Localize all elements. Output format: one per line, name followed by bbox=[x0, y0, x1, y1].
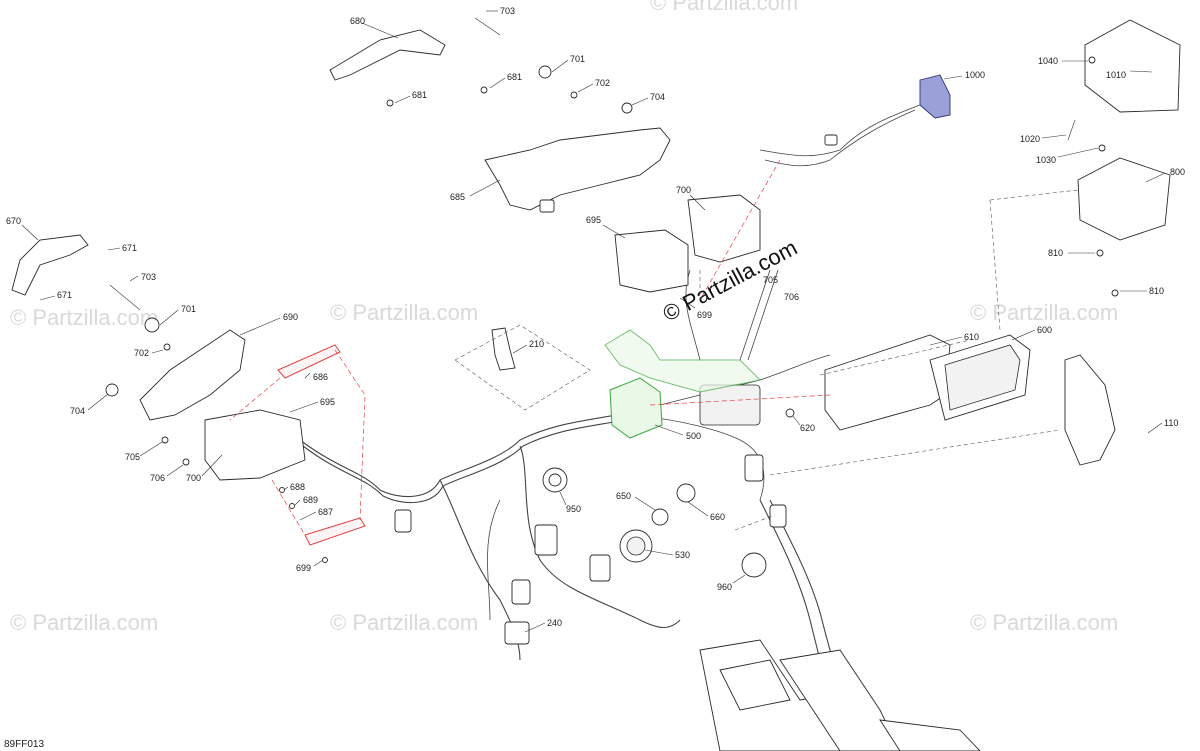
callout-688: 688 bbox=[290, 482, 305, 492]
callout-681: 681 bbox=[507, 72, 522, 82]
upper-bracket-group bbox=[329, 17, 761, 293]
callout-620: 620 bbox=[800, 423, 815, 433]
callout-500: 500 bbox=[686, 431, 701, 441]
callout-681: 681 bbox=[412, 90, 427, 100]
left-bracket-group bbox=[11, 234, 328, 563]
figure-reference: 89FF013 bbox=[4, 739, 44, 750]
callout-685: 685 bbox=[450, 192, 465, 202]
callout-695: 695 bbox=[320, 397, 335, 407]
callout-680: 680 bbox=[350, 16, 365, 26]
callout-650: 650 bbox=[616, 491, 631, 501]
callout-700: 700 bbox=[676, 185, 691, 195]
right-upper-group bbox=[989, 19, 1181, 331]
callout-705: 705 bbox=[763, 275, 778, 285]
watermark: © Partzilla.com bbox=[330, 610, 478, 635]
callout-699: 699 bbox=[296, 563, 311, 573]
callout-704: 704 bbox=[650, 92, 665, 102]
callout-600: 600 bbox=[1037, 325, 1052, 335]
callout-701: 701 bbox=[570, 54, 585, 64]
watermark: © Partzilla.com bbox=[970, 610, 1118, 635]
callout-687: 687 bbox=[318, 507, 333, 517]
callout-660: 660 bbox=[710, 512, 725, 522]
instrument-cluster-group bbox=[769, 334, 1116, 476]
leader-lines bbox=[21, 10, 1166, 633]
watermark: © Partzilla.com bbox=[10, 305, 158, 330]
callout-950: 950 bbox=[566, 504, 581, 514]
callout-810: 810 bbox=[1149, 286, 1164, 296]
callout-705: 705 bbox=[125, 452, 140, 462]
small-parts-group bbox=[454, 270, 831, 645]
callout-702: 702 bbox=[134, 348, 149, 358]
blue-highlight-group bbox=[699, 74, 951, 301]
callout-704: 704 bbox=[70, 406, 85, 416]
callout-530: 530 bbox=[675, 550, 690, 560]
callout-701: 701 bbox=[181, 304, 196, 314]
callout-686: 686 bbox=[313, 372, 328, 382]
callout-706: 706 bbox=[784, 292, 799, 302]
callout-689: 689 bbox=[303, 495, 318, 505]
callout-670: 670 bbox=[6, 216, 21, 226]
callout-810: 810 bbox=[1048, 248, 1063, 258]
frame-structure bbox=[699, 639, 981, 751]
callout-671: 671 bbox=[122, 243, 137, 253]
callout-610: 610 bbox=[964, 332, 979, 342]
callout-1010: 1010 bbox=[1106, 70, 1126, 80]
watermark: © Partzilla.com bbox=[650, 0, 798, 15]
callout-1030: 1030 bbox=[1036, 155, 1056, 165]
callout-702: 702 bbox=[595, 78, 610, 88]
callout-690: 690 bbox=[283, 312, 298, 322]
callout-700: 700 bbox=[186, 473, 201, 483]
callout-1040: 1040 bbox=[1038, 56, 1058, 66]
callout-1000: 1000 bbox=[965, 70, 985, 80]
watermark: © Partzilla.com bbox=[330, 300, 478, 325]
wiring-harness bbox=[299, 269, 856, 741]
watermark-layer: © Partzilla.com © Partzilla.com © Partzi… bbox=[10, 0, 1118, 635]
callout-1020: 1020 bbox=[1020, 134, 1040, 144]
watermark: © Partzilla.com bbox=[10, 610, 158, 635]
callout-800: 800 bbox=[1170, 167, 1185, 177]
callout-671: 671 bbox=[57, 290, 72, 300]
callout-110: 110 bbox=[1164, 418, 1178, 428]
callout-960: 960 bbox=[717, 582, 732, 592]
callout-703: 703 bbox=[500, 6, 515, 16]
callout-699: 699 bbox=[697, 310, 712, 320]
green-highlight-group bbox=[604, 329, 762, 439]
callout-210: 210 bbox=[529, 339, 544, 349]
callout-703: 703 bbox=[141, 272, 156, 282]
callout-240: 240 bbox=[547, 618, 562, 628]
callout-695: 695 bbox=[586, 215, 601, 225]
watermark: © Partzilla.com bbox=[970, 300, 1118, 325]
callout-706: 706 bbox=[150, 473, 165, 483]
callout-labels: 680 703 701 681 681 702 704 685 700 695 … bbox=[6, 6, 1185, 628]
red-highlight-group bbox=[229, 344, 366, 546]
